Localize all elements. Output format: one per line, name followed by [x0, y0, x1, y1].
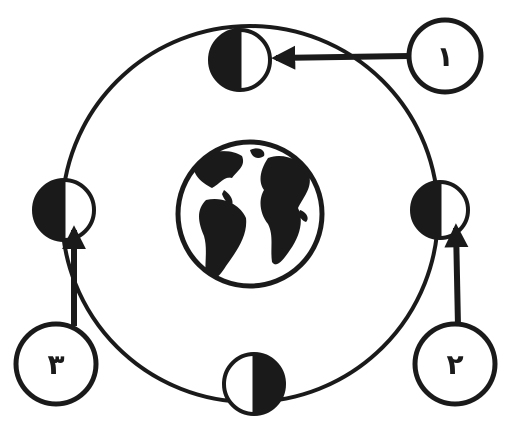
- label-3-text: ٣: [47, 348, 64, 381]
- label-1: ١: [409, 20, 481, 92]
- arrow-2: [456, 228, 458, 326]
- moon-right-icon: [412, 182, 468, 238]
- label-3: ٣: [16, 324, 96, 404]
- moon-bottom-icon: [224, 354, 284, 414]
- arrow-1: [276, 56, 410, 58]
- label-2: ٢: [415, 324, 495, 404]
- earth-globe-icon: [178, 142, 322, 286]
- moon-top-icon: [210, 30, 270, 90]
- moon-left-icon: [34, 180, 94, 240]
- label-1-text: ١: [436, 40, 453, 73]
- label-2-text: ٢: [446, 348, 463, 381]
